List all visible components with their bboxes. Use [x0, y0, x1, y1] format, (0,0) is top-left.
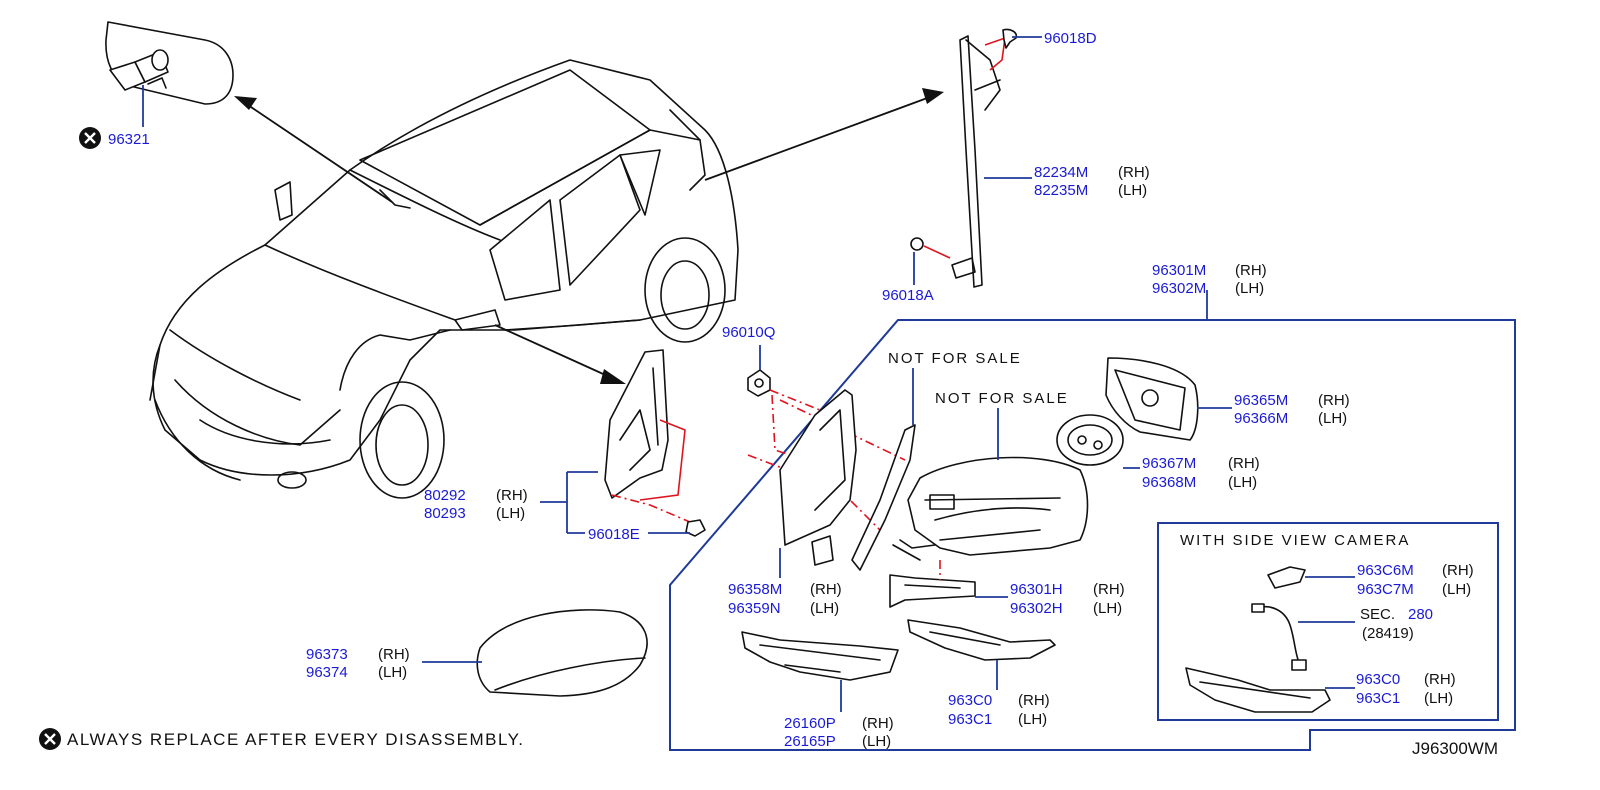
part-number-96301M[interactable]: 96301M: [1152, 262, 1206, 279]
side-rh-96301H: (RH): [1093, 581, 1125, 598]
not-for-sale-label-2: NOT FOR SALE: [935, 390, 1069, 407]
part-number-96374[interactable]: 96374: [306, 664, 348, 681]
x-circle-icon: [39, 728, 61, 750]
x-circle-icon: [79, 127, 101, 149]
part-number-963C1-camera[interactable]: 963C1: [1356, 690, 1400, 707]
side-lh-26165P: (LH): [862, 733, 891, 750]
replacement-footnote: ALWAYS REPLACE AFTER EVERY DISASSEMBLY.: [67, 730, 525, 749]
mirror-assembly-group: [669, 290, 1516, 751]
part-number-26165P[interactable]: 26165P: [784, 733, 836, 750]
part-number-82235M[interactable]: 82235M: [1034, 182, 1088, 199]
side-rh-96373: (RH): [378, 646, 410, 663]
part-number-96010Q[interactable]: 96010Q: [722, 324, 775, 341]
side-lh-96302H: (LH): [1093, 600, 1122, 617]
side-lh-96366M: (LH): [1318, 410, 1347, 427]
part-number-96365M[interactable]: 96365M: [1234, 392, 1288, 409]
side-rh-96365M: (RH): [1318, 392, 1350, 409]
side-lh-963C1: (LH): [1018, 711, 1047, 728]
mirror-components-illustration: [741, 357, 1199, 681]
side-rh-963C0: (RH): [1018, 692, 1050, 709]
side-view-camera-group: [1157, 522, 1499, 721]
part-number-80293[interactable]: 80293: [424, 505, 466, 522]
part-number-96321[interactable]: 96321: [108, 131, 150, 148]
side-rh-96367M: (RH): [1228, 455, 1260, 472]
part-number-96358M[interactable]: 96358M: [728, 581, 782, 598]
part-number-96373[interactable]: 96373: [306, 646, 348, 663]
side-lh-96368M: (LH): [1228, 474, 1257, 491]
side-rh-80292: (RH): [496, 487, 528, 504]
part-number-80292[interactable]: 80292: [424, 487, 466, 504]
side-lh-963C7M: (LH): [1442, 581, 1471, 598]
section-reference-280[interactable]: 280: [1408, 606, 1433, 623]
part-number-82234M[interactable]: 82234M: [1034, 164, 1088, 181]
part-number-96018D[interactable]: 96018D: [1044, 30, 1097, 47]
car-illustration: [149, 59, 739, 499]
interior-mirror-illustration: [105, 21, 234, 105]
part-number-963C6M[interactable]: 963C6M: [1357, 562, 1414, 579]
part-number-963C7M[interactable]: 963C7M: [1357, 581, 1414, 598]
section-reference-prefix: SEC.: [1360, 606, 1395, 623]
section-reference-28419: (28419): [1362, 625, 1414, 642]
side-rh-96301M: (RH): [1235, 262, 1267, 279]
leader-lines: [142, 36, 1355, 712]
part-number-96302H[interactable]: 96302H: [1010, 600, 1063, 617]
side-lh-96302M: (LH): [1235, 280, 1264, 297]
part-number-96367M[interactable]: 96367M: [1142, 455, 1196, 472]
part-number-26160P[interactable]: 26160P: [784, 715, 836, 732]
part-number-96018E[interactable]: 96018E: [588, 526, 640, 543]
finisher-illustration: [604, 349, 706, 537]
part-number-96359N[interactable]: 96359N: [728, 600, 781, 617]
side-lh-80293: (LH): [496, 505, 525, 522]
side-lh-82235M: (LH): [1118, 182, 1147, 199]
mirror-cover-illustration: [476, 609, 648, 697]
diagram-reference-code: J96300WM: [1412, 739, 1498, 758]
not-for-sale-label-1: NOT FOR SALE: [888, 350, 1022, 367]
location-arrows: [234, 88, 944, 384]
part-number-96018A[interactable]: 96018A: [882, 287, 934, 304]
side-rh-26160P: (RH): [862, 715, 894, 732]
part-number-96368M[interactable]: 96368M: [1142, 474, 1196, 491]
side-lh-963C1-camera: (LH): [1424, 690, 1453, 707]
part-number-963C0-camera[interactable]: 963C0: [1356, 671, 1400, 688]
side-rh-963C0-camera: (RH): [1424, 671, 1456, 688]
sash-moulding-illustration: [910, 28, 1018, 288]
side-view-camera-title: WITH SIDE VIEW CAMERA: [1180, 532, 1410, 549]
side-rh-82234M: (RH): [1118, 164, 1150, 181]
side-lh-96374: (LH): [378, 664, 407, 681]
side-rh-963C6M: (RH): [1442, 562, 1474, 579]
part-number-96366M[interactable]: 96366M: [1234, 410, 1288, 427]
part-number-96302M[interactable]: 96302M: [1152, 280, 1206, 297]
part-number-963C0[interactable]: 963C0: [948, 692, 992, 709]
side-lh-96359N: (LH): [810, 600, 839, 617]
side-rh-96358M: (RH): [810, 581, 842, 598]
part-number-963C1[interactable]: 963C1: [948, 711, 992, 728]
part-number-96301H[interactable]: 96301H: [1010, 581, 1063, 598]
